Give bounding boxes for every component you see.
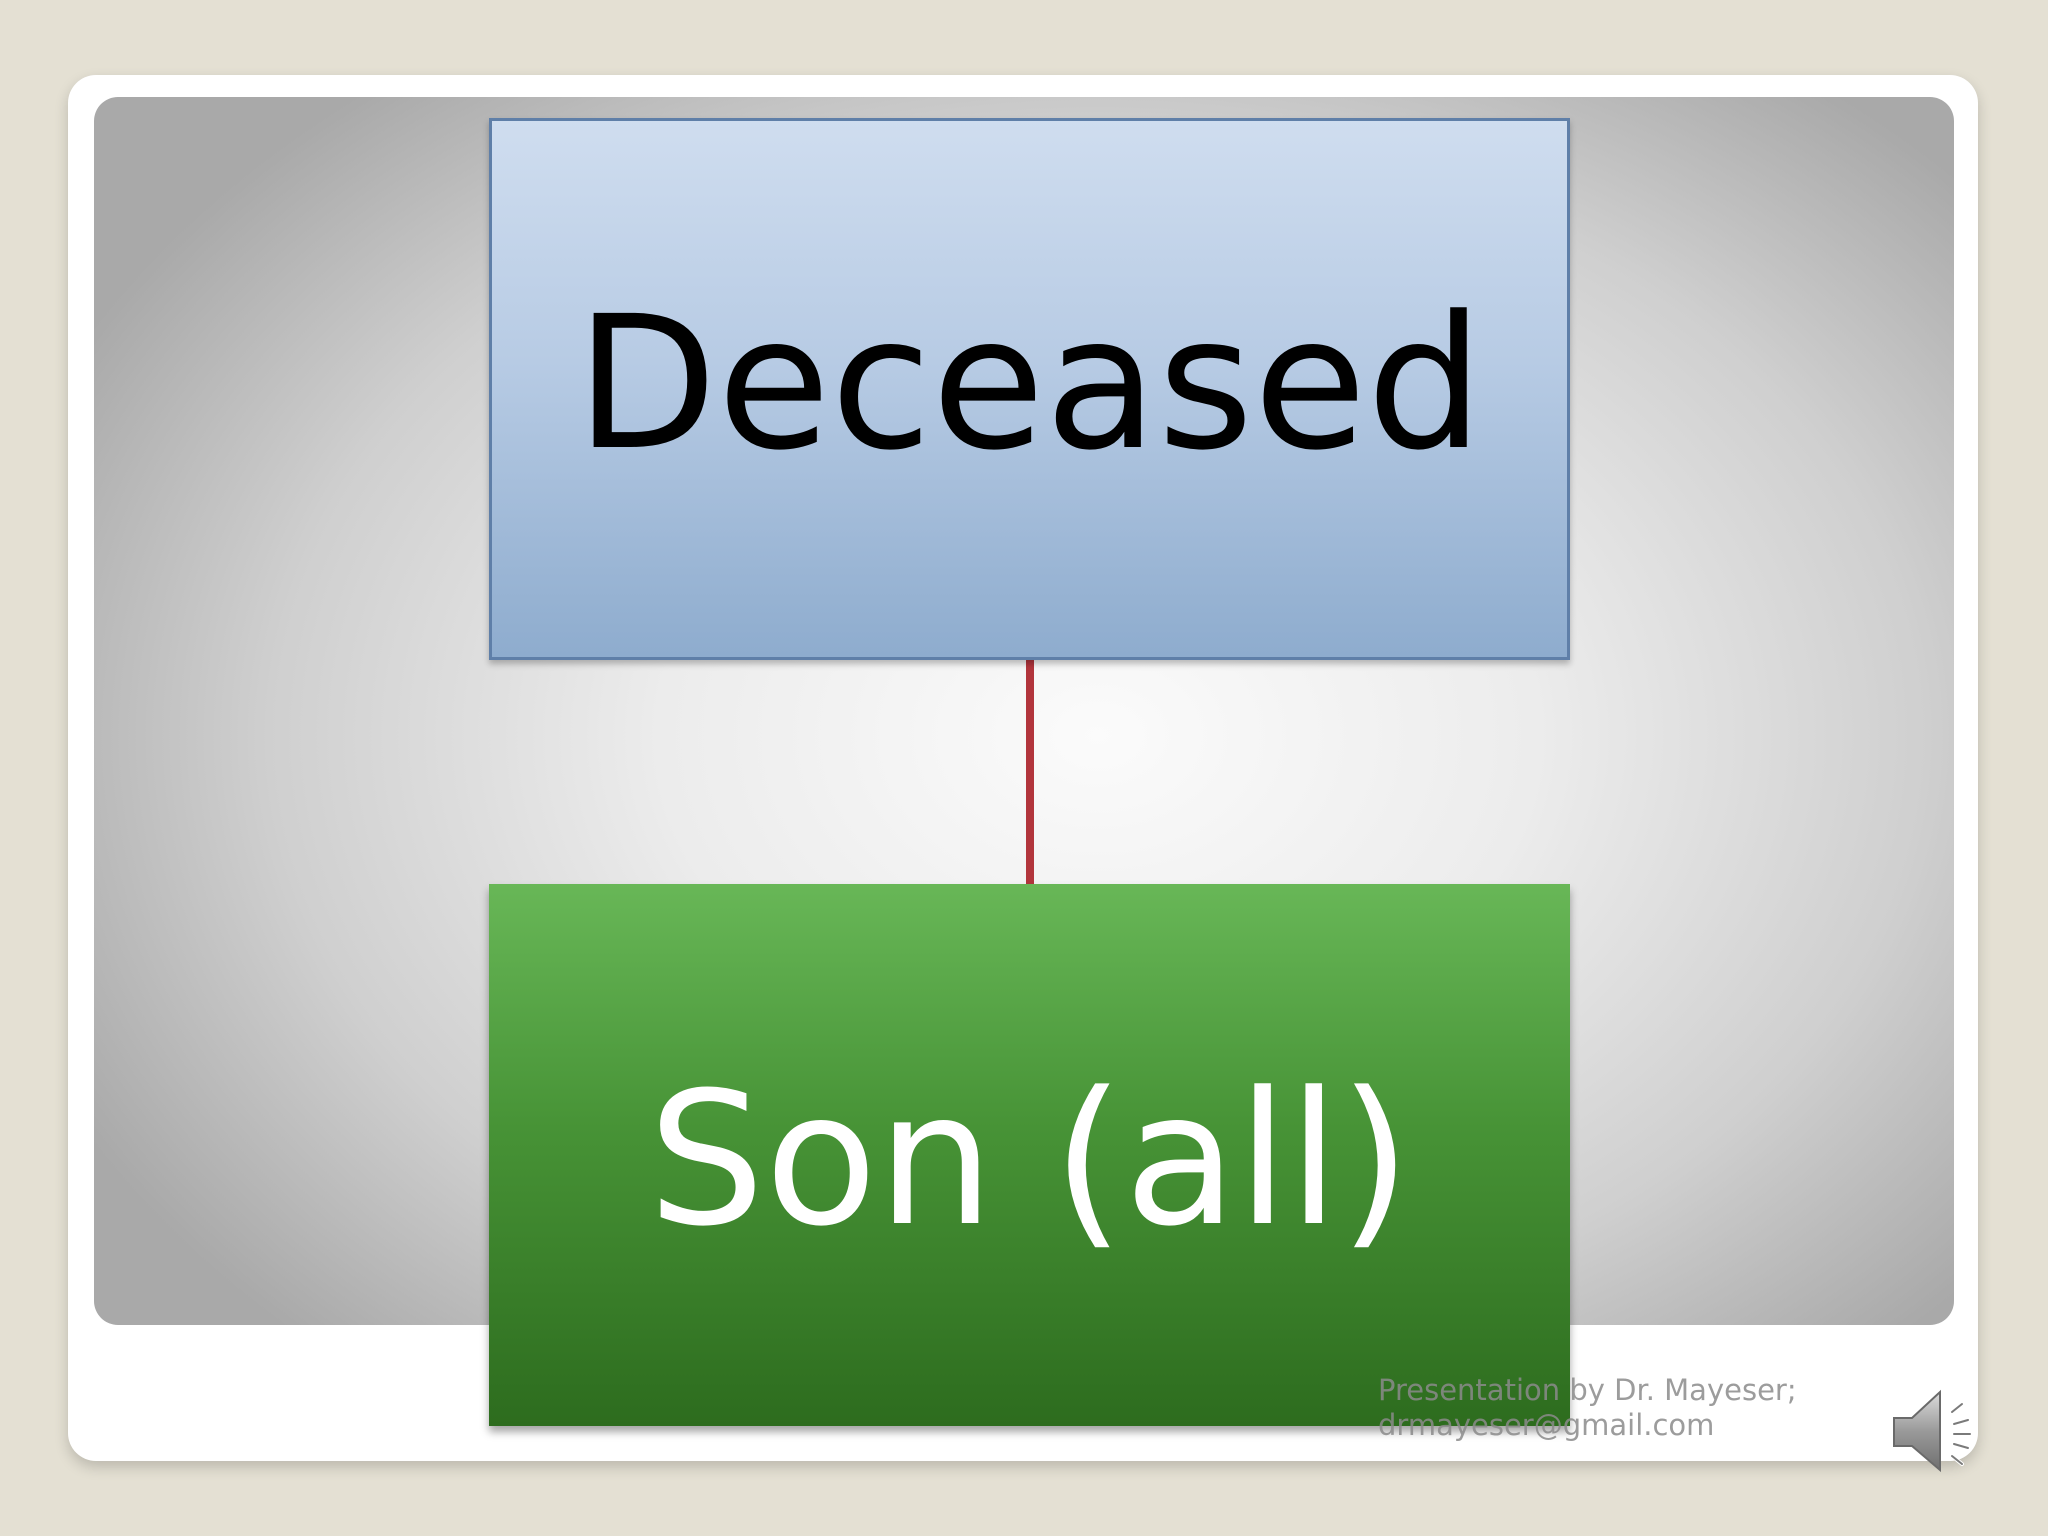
connector-deceased-to-son [1026,660,1034,886]
speaker-icon[interactable] [1888,1382,1998,1482]
credit-line-2: drmayeser@gmail.com [1378,1408,1715,1442]
credit-line-1: Presentation by Dr. Mayeser; [1378,1373,1797,1407]
node-deceased: Deceased [489,118,1570,660]
node-son: Son (all) [489,884,1570,1426]
node-son-label: Son (all) [647,1053,1412,1267]
presentation-credit: Presentation by Dr. Mayeser; drmayeser@g… [1378,1373,1797,1443]
node-deceased-label: Deceased [575,277,1484,491]
